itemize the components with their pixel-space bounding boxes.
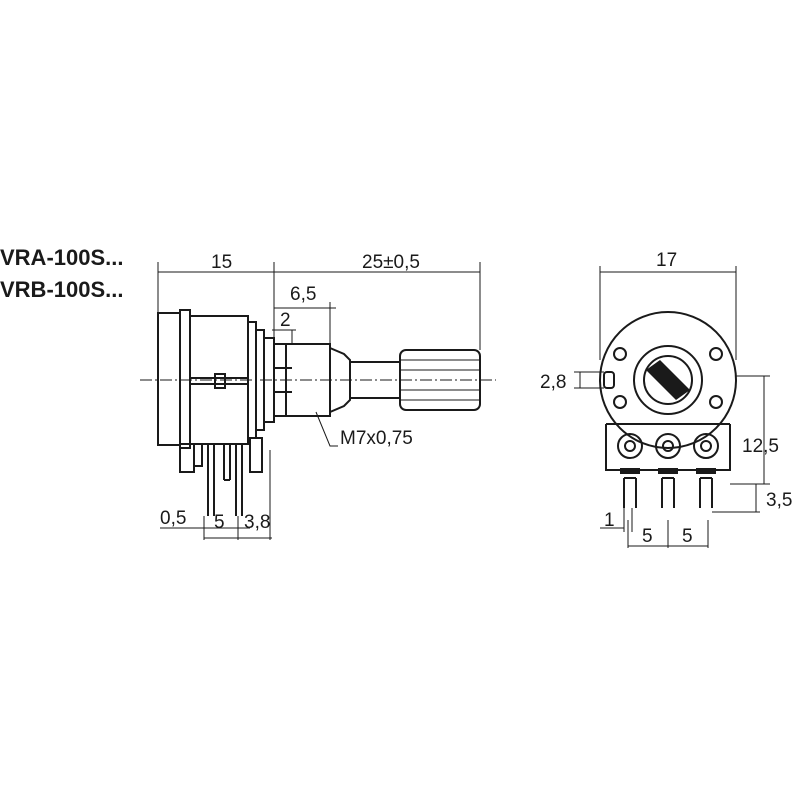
dim-shaft-length: 25±0,5 <box>362 252 420 273</box>
thread-leader <box>315 411 338 447</box>
dim-width: 17 <box>656 250 677 271</box>
model-label-vra: VRA-100S... <box>0 245 124 270</box>
dim-height: 12,5 <box>742 436 779 457</box>
dim-front-pin-width: 1 <box>604 510 615 531</box>
terminals <box>617 433 719 508</box>
center-marker <box>214 373 226 389</box>
dim-thread: M7x0,75 <box>340 428 413 449</box>
model-label-vrb: VRB-100S... <box>0 277 124 302</box>
dim-bushing-length: 6,5 <box>290 284 316 305</box>
dim-pin-offset: 3,8 <box>244 512 270 533</box>
dim-pin-width: 0,5 <box>160 508 186 529</box>
dim-body-length: 15 <box>211 252 232 273</box>
side-view: 15 25±0,5 6,5 2 M7x0,75 0,5 5 3,8 <box>140 252 496 540</box>
dim-tab-width: 2,8 <box>540 372 566 393</box>
back-plate <box>157 312 181 446</box>
back-plate-rim <box>179 309 191 449</box>
locating-tab <box>603 371 615 389</box>
dim-pin-spacing-b: 5 <box>682 526 693 547</box>
pot-body <box>189 315 249 445</box>
shaft-face <box>633 345 703 415</box>
shaft-slot <box>646 360 690 400</box>
housing-circle <box>599 311 737 449</box>
dim-bushing-step: 2 <box>280 310 291 331</box>
front-view: 17 2,8 12,5 3,5 1 5 5 <box>540 250 792 548</box>
dim-pin-length: 3,5 <box>766 490 792 511</box>
dim-pin-spacing-a: 5 <box>642 526 653 547</box>
bushing-nut <box>329 346 351 414</box>
dim-pin-spacing: 5 <box>214 512 225 533</box>
